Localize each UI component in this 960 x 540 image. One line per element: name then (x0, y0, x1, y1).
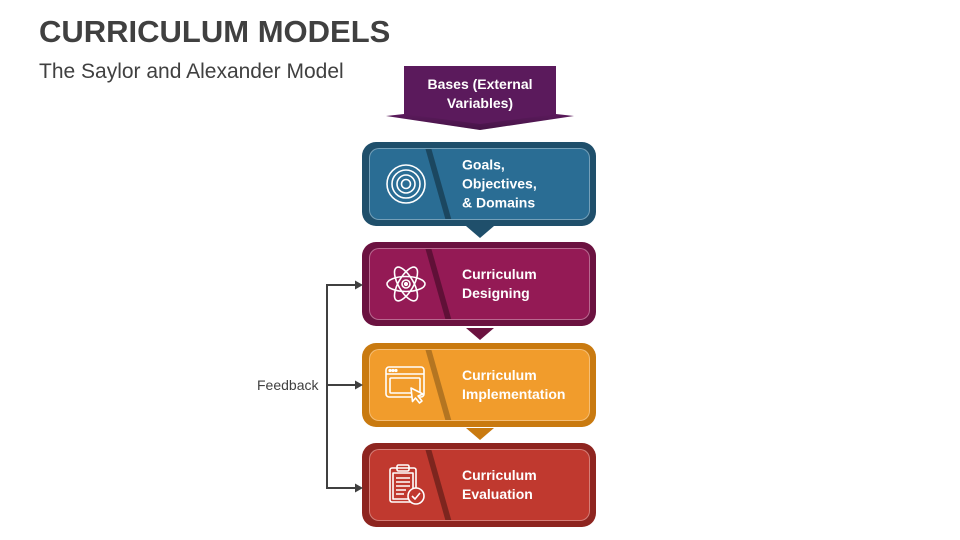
target-icon (384, 162, 428, 206)
down-arrow-icon (466, 428, 494, 440)
page-subtitle: The Saylor and Alexander Model (39, 60, 344, 83)
stage-inner-panel: Curriculum Designing (369, 248, 590, 320)
stage-divider (425, 249, 452, 319)
feedback-arrowhead-designing (355, 280, 363, 290)
stage-curriculum-evaluation: Curriculum Evaluation (362, 443, 596, 527)
browser-cursor-icon (384, 363, 428, 407)
feedback-bracket-line (326, 284, 360, 489)
down-arrow-icon (466, 328, 494, 340)
stage-label: Curriculum Designing (462, 266, 537, 301)
stage-divider (425, 450, 452, 520)
bases-label: Bases (External Variables) (427, 76, 533, 111)
clipboard-check-icon (384, 463, 428, 507)
stage-label: Curriculum Evaluation (462, 467, 537, 502)
stage-label: Goals, Objectives, & Domains (462, 156, 537, 211)
atom-icon (384, 262, 428, 306)
bases-arrow-shape (386, 66, 574, 130)
page-title: CURRICULUM MODELS (39, 14, 391, 49)
stage-divider (425, 149, 452, 219)
stage-divider (425, 350, 452, 420)
stage-label: Curriculum Implementation (462, 367, 566, 402)
feedback-arrowhead-evaluation (355, 483, 363, 493)
bases-arrow: Bases (External Variables) (386, 66, 574, 130)
stage-inner-panel: Goals, Objectives, & Domains (369, 148, 590, 220)
stage-inner-panel: Curriculum Evaluation (369, 449, 590, 521)
stage-curriculum-designing: Curriculum Designing (362, 242, 596, 326)
down-arrow-icon (466, 226, 494, 238)
stage-inner-panel: Curriculum Implementation (369, 349, 590, 421)
feedback-arrowhead-implementation (355, 380, 363, 390)
stage-curriculum-implementation: Curriculum Implementation (362, 343, 596, 427)
stage-goals-objectives-domains: Goals, Objectives, & Domains (362, 142, 596, 226)
feedback-label: Feedback (257, 377, 319, 393)
